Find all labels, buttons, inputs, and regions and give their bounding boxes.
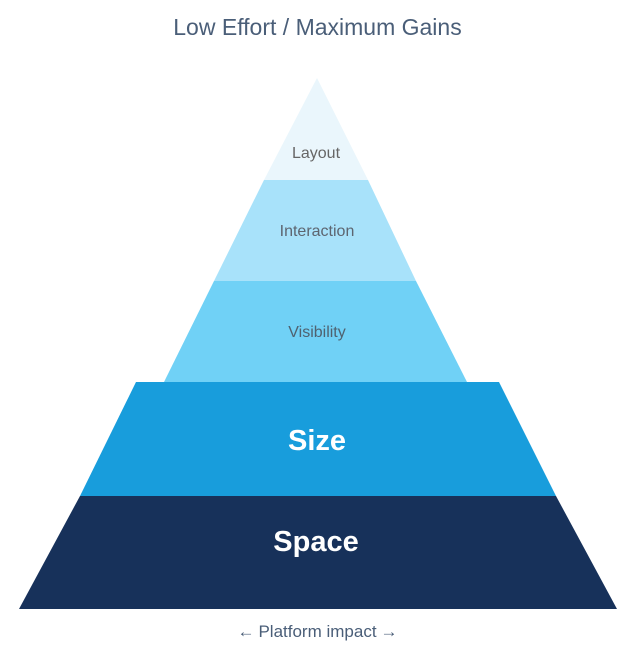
layer-space-shape (19, 496, 617, 609)
pyramid-layer-visibility: Visibility (164, 281, 467, 382)
pyramid-layer-interaction: Interaction (214, 180, 416, 281)
layer-space-label: Space (273, 526, 358, 558)
layer-visibility-shape (164, 281, 467, 382)
layer-size-label: Size (288, 425, 346, 457)
layer-interaction-shape (214, 180, 416, 281)
layer-interaction-label: Interaction (280, 223, 355, 240)
layer-layout-label: Layout (292, 145, 341, 162)
pyramid-layer-space: Space (19, 496, 617, 609)
layer-layout-shape (264, 78, 368, 180)
layer-size-shape (80, 382, 556, 496)
layer-visibility-label: Visibility (288, 324, 346, 341)
arrow-right-icon: → (380, 622, 398, 641)
pyramid-layer-size: Size (80, 382, 556, 496)
platform-impact-label: Platform impact (258, 622, 377, 641)
platform-impact-axis: ←Platform impact→ (0, 622, 635, 642)
pyramid-layer-layout: Layout (264, 78, 368, 180)
arrow-left-icon: ← (237, 622, 255, 641)
diagram-title: Low Effort / Maximum Gains (173, 14, 462, 40)
